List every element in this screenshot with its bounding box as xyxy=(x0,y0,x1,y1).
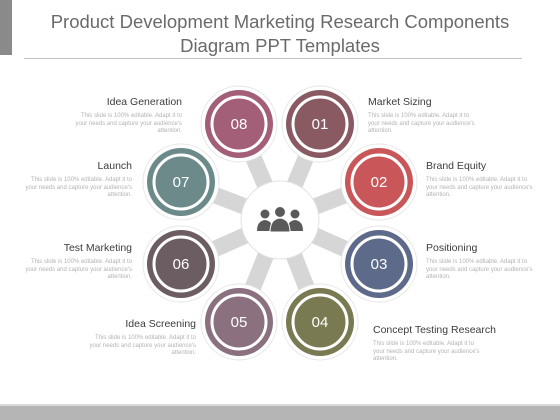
label-heading: Idea Screening xyxy=(125,318,196,330)
component-node-idea-generation: 08 xyxy=(200,85,278,163)
node-color-ring xyxy=(205,90,273,158)
node-color-ring xyxy=(147,230,215,298)
label-heading: Launch xyxy=(97,160,132,172)
node-number: 07 xyxy=(173,174,190,191)
node-color-ring xyxy=(345,230,413,298)
label-heading: Positioning xyxy=(426,242,478,254)
node-inner-stroke xyxy=(350,235,408,293)
footer-edge xyxy=(0,404,560,406)
node-inner-stroke xyxy=(291,293,349,351)
node-color-ring xyxy=(205,288,273,356)
node-color-ring xyxy=(147,148,215,216)
node-inner-stroke xyxy=(350,153,408,211)
label-description: This slide is 100% editable. Adapt it to… xyxy=(368,113,475,134)
component-node-market-sizing: 01 xyxy=(281,85,359,163)
center-hub xyxy=(240,180,320,260)
node-number: 06 xyxy=(173,256,190,273)
people-group-icon xyxy=(257,206,303,233)
component-node-brand-equity: 02 xyxy=(340,143,418,221)
label-description: This slide is 100% editable. Adapt it to… xyxy=(75,113,182,134)
label-description: This slide is 100% editable. Adapt it to… xyxy=(426,259,533,280)
label-description: This slide is 100% editable. Adapt it to… xyxy=(373,341,480,362)
component-circles: 01 02 03 04 05 06 07 08 xyxy=(142,85,418,361)
label-description: This slide is 100% editable. Adapt it to… xyxy=(89,335,196,356)
node-number: 05 xyxy=(231,314,248,331)
label-description: This slide is 100% editable. Adapt it to… xyxy=(25,259,132,280)
node-inner-stroke xyxy=(210,95,268,153)
component-node-idea-screening: 05 xyxy=(200,283,278,361)
label-heading: Concept Testing Research xyxy=(373,324,496,336)
node-number: 01 xyxy=(312,116,329,133)
node-number: 02 xyxy=(371,174,388,191)
label-description: This slide is 100% editable. Adapt it to… xyxy=(25,177,132,198)
node-inner-stroke xyxy=(291,95,349,153)
node-number: 03 xyxy=(371,256,388,273)
title-divider xyxy=(24,58,522,59)
label-heading: Test Marketing xyxy=(63,242,132,254)
label-heading: Idea Generation xyxy=(106,96,182,108)
node-color-ring xyxy=(286,90,354,158)
corner-accent xyxy=(0,0,12,55)
component-node-test-marketing: 06 xyxy=(142,225,220,303)
label-heading: Market Sizing xyxy=(368,96,432,108)
slide-title: Product Development Marketing Research C… xyxy=(50,11,510,56)
node-inner-stroke xyxy=(152,153,210,211)
component-node-positioning: 03 xyxy=(340,225,418,303)
node-inner-stroke xyxy=(152,235,210,293)
label-description: This slide is 100% editable. Adapt it to… xyxy=(426,177,533,198)
node-color-ring xyxy=(345,148,413,216)
node-color-ring xyxy=(286,288,354,356)
node-number: 08 xyxy=(231,116,248,133)
node-number: 04 xyxy=(312,314,329,331)
footer-bar xyxy=(0,406,560,420)
component-node-concept-testing-research: 04 xyxy=(281,283,359,361)
label-heading: Brand Equity xyxy=(426,160,487,172)
node-inner-stroke xyxy=(210,293,268,351)
component-node-launch: 07 xyxy=(142,143,220,221)
